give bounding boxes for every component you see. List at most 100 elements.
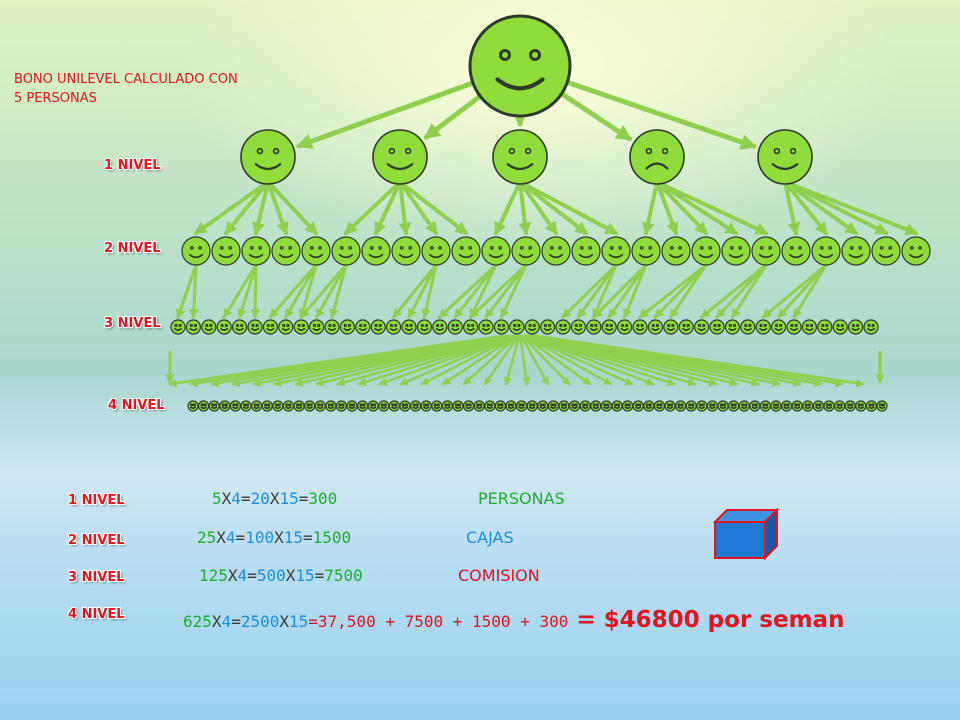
smiley-face-icon <box>786 319 802 335</box>
smiley-face-icon <box>304 400 316 412</box>
smiley-face-icon <box>555 319 571 335</box>
smiley-face-icon <box>570 319 587 335</box>
smiley-face-icon <box>229 400 241 412</box>
legend-comision: COMISION <box>458 566 540 585</box>
smiley-face-icon <box>262 319 278 335</box>
calc-level-1-label: 1 NIVEL <box>68 493 125 508</box>
smiley-face-icon <box>524 319 540 335</box>
smiley-face-icon <box>314 400 326 412</box>
smiley-face-icon <box>717 400 729 412</box>
smiley-face-icon <box>481 236 511 266</box>
smiley-face-icon <box>325 400 337 412</box>
smiley-face-icon <box>663 319 679 335</box>
calc-value: 25 <box>197 528 217 547</box>
calc-value: 15 <box>289 612 309 631</box>
diagram-level-1-label: 1 NIVEL <box>104 158 161 173</box>
smiley-face-icon <box>301 236 331 266</box>
arrow-icon <box>638 263 708 319</box>
arrow-icon <box>520 334 550 386</box>
smiley-face-icon <box>478 319 494 335</box>
smiley-face-icon <box>863 319 879 335</box>
smiley-face-icon <box>590 400 602 412</box>
arrow-icon <box>535 334 865 388</box>
calc-operator: = <box>298 489 309 508</box>
calc-value: 625 <box>183 612 212 631</box>
arrow-icon <box>438 263 498 319</box>
arrow-icon <box>518 180 558 236</box>
calc-value: 5 <box>212 489 222 508</box>
smiley-face-icon <box>432 319 448 335</box>
arrow-icon <box>499 263 528 319</box>
smiley-face-icon <box>653 400 666 412</box>
arrow-icon <box>222 263 258 319</box>
smiley-face-icon <box>378 400 390 412</box>
calc-row-2: 25X4=100X15=1500 <box>197 528 351 547</box>
diagram-level-4-label: 4 NIVEL <box>108 398 165 413</box>
arrow-icon <box>266 180 318 235</box>
smiley-face-icon <box>324 319 340 335</box>
arrow-icon <box>783 180 859 235</box>
smiley-face-icon <box>855 400 867 412</box>
smiley-face-icon <box>494 400 506 412</box>
arrow-icon <box>494 180 522 236</box>
smiley-face-icon <box>346 400 358 412</box>
smiley-face-icon <box>770 400 782 412</box>
smiley-face-icon <box>361 236 391 266</box>
arrow-icon <box>525 334 655 386</box>
smiley-face-icon <box>812 400 825 412</box>
calc-row-3: 125X4=500X15=7500 <box>199 566 363 585</box>
smiley-face-icon <box>844 400 856 412</box>
smiley-face-icon <box>721 236 751 266</box>
arrow-icon <box>761 263 828 319</box>
arrow-icon <box>655 180 679 236</box>
smiley-face-icon <box>600 400 613 412</box>
calc-value: 4 <box>231 489 241 508</box>
smiley-face-icon <box>463 400 475 412</box>
weekly-total: = $46800 por seman <box>568 607 845 633</box>
smiley-face-icon <box>558 400 570 412</box>
arrow-icon <box>357 334 514 386</box>
smiley-face-icon <box>749 400 761 412</box>
arrow-icon <box>561 263 618 319</box>
diagram-level-2-label: 2 NIVEL <box>104 241 161 256</box>
legend-personas: PERSONAS <box>478 489 565 508</box>
calc-operator: X <box>279 612 289 631</box>
smiley-face-icon <box>791 400 803 412</box>
smiley-face-icon <box>293 319 309 335</box>
arrow-icon <box>421 263 438 319</box>
calc-value: 2500 <box>240 612 280 631</box>
arrow-icon <box>641 180 659 236</box>
smiley-face-icon <box>272 400 284 412</box>
smiley-face-icon <box>463 319 479 335</box>
smiley-face-icon <box>647 319 664 335</box>
arrow-icon <box>299 263 348 319</box>
smiley-face-icon <box>901 236 931 266</box>
arrow-icon <box>576 263 618 319</box>
smiley-face-icon <box>282 400 294 412</box>
arrow-icon <box>522 334 592 386</box>
smiley-face-icon <box>841 236 871 266</box>
calc-operator: X <box>269 489 280 508</box>
calc-operator: X <box>221 489 232 508</box>
arrow-icon <box>783 180 801 236</box>
smiley-face-icon <box>738 400 750 412</box>
smiley-face-icon <box>355 319 371 335</box>
arrow-icon <box>453 263 498 319</box>
smiley-face-icon <box>571 236 601 266</box>
smiley-face-icon <box>211 236 241 266</box>
smiley-face-icon <box>832 319 848 335</box>
arrow-icon <box>484 263 528 319</box>
arrow-icon <box>188 263 199 319</box>
smiley-face-icon <box>616 319 633 335</box>
smiley-face-icon <box>198 400 210 412</box>
smiley-face-icon <box>251 400 263 412</box>
smiley-face-icon <box>335 400 347 412</box>
arrow-icon <box>524 334 634 386</box>
smiley-face-icon <box>187 400 199 412</box>
arrow-icon <box>554 88 633 142</box>
smiley-face-icon <box>685 400 697 412</box>
smiley-face-icon <box>847 319 864 335</box>
arrow-icon <box>398 180 438 236</box>
smiley-face-icon <box>865 400 878 412</box>
smiley-face-icon <box>537 400 549 412</box>
